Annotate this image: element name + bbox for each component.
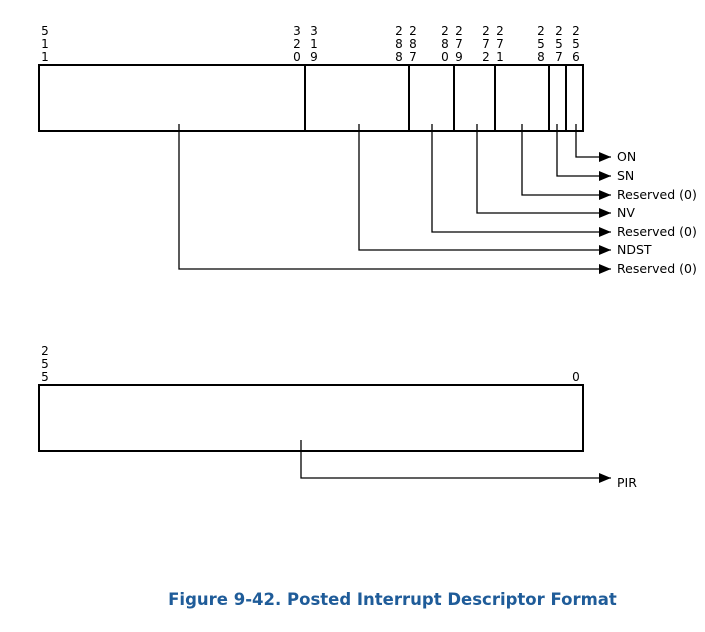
bit-label-255: 2 5 5 <box>41 344 49 384</box>
svg-text:1: 1 <box>41 37 49 51</box>
svg-text:8: 8 <box>441 37 449 51</box>
lower-register: 2 5 5 0 PIR <box>38 344 637 490</box>
leader-pir <box>300 440 611 483</box>
svg-text:0: 0 <box>441 50 449 64</box>
svg-text:8: 8 <box>409 37 417 51</box>
svg-text:2: 2 <box>482 24 490 38</box>
bit-label-279: 2 7 9 <box>455 24 463 64</box>
field-label-nv: NV <box>617 205 635 220</box>
svg-text:8: 8 <box>537 50 545 64</box>
svg-text:5: 5 <box>41 357 49 371</box>
svg-text:2: 2 <box>537 24 545 38</box>
leader-reserved-320-511 <box>178 124 611 274</box>
svg-text:5: 5 <box>555 37 563 51</box>
field-label-reserved-258-271: Reserved (0) <box>617 187 697 202</box>
leader-nv <box>476 124 611 218</box>
svg-text:2: 2 <box>293 37 301 51</box>
field-label-on: ON <box>617 149 636 164</box>
svg-text:2: 2 <box>572 24 580 38</box>
bit-label-287: 2 8 7 <box>409 24 417 64</box>
leader-on <box>575 124 611 162</box>
upper-register-box <box>38 64 584 132</box>
field-label-pir: PIR <box>617 475 637 490</box>
svg-text:9: 9 <box>455 50 463 64</box>
svg-text:0: 0 <box>572 370 580 384</box>
lower-register-box <box>38 384 584 452</box>
svg-text:2: 2 <box>41 344 49 358</box>
bit-label-257: 2 5 7 <box>555 24 563 64</box>
svg-text:2: 2 <box>482 50 490 64</box>
bit-label-511: 5 1 1 <box>41 24 49 64</box>
bit-label-0: 0 <box>572 370 580 384</box>
field-label-reserved-320-511: Reserved (0) <box>617 261 697 276</box>
svg-text:7: 7 <box>409 50 417 64</box>
bit-label-288: 2 8 8 <box>395 24 403 64</box>
svg-text:7: 7 <box>496 37 504 51</box>
svg-text:5: 5 <box>572 37 580 51</box>
leader-reserved-280-287 <box>431 124 611 237</box>
field-label-reserved-280-287: Reserved (0) <box>617 224 697 239</box>
svg-text:5: 5 <box>537 37 545 51</box>
svg-text:3: 3 <box>310 24 318 38</box>
svg-text:1: 1 <box>310 37 318 51</box>
svg-text:9: 9 <box>310 50 318 64</box>
bit-label-256: 2 5 6 <box>572 24 580 64</box>
svg-text:8: 8 <box>395 50 403 64</box>
figure-caption: Figure 9-42. Posted Interrupt Descriptor… <box>168 590 617 609</box>
svg-text:7: 7 <box>455 37 463 51</box>
svg-text:1: 1 <box>41 50 49 64</box>
field-label-ndst: NDST <box>617 242 652 257</box>
svg-text:7: 7 <box>482 37 490 51</box>
svg-text:2: 2 <box>409 24 417 38</box>
svg-text:0: 0 <box>293 50 301 64</box>
upper-register: 5 1 1 3 2 0 3 1 9 2 8 8 2 8 7 <box>38 24 697 276</box>
leader-reserved-258-271 <box>521 124 611 200</box>
bit-label-280: 2 8 0 <box>441 24 449 64</box>
svg-text:2: 2 <box>395 24 403 38</box>
leader-ndst <box>358 124 611 255</box>
svg-text:2: 2 <box>455 24 463 38</box>
svg-text:5: 5 <box>41 370 49 384</box>
bit-label-320: 3 2 0 <box>293 24 301 64</box>
svg-text:5: 5 <box>41 24 49 38</box>
bit-label-258: 2 5 8 <box>537 24 545 64</box>
leader-sn <box>556 124 611 181</box>
svg-text:2: 2 <box>441 24 449 38</box>
svg-text:2: 2 <box>555 24 563 38</box>
bit-label-271: 2 7 1 <box>496 24 504 64</box>
svg-text:1: 1 <box>496 50 504 64</box>
svg-text:7: 7 <box>555 50 563 64</box>
field-label-sn: SN <box>617 168 634 183</box>
svg-text:8: 8 <box>395 37 403 51</box>
bit-label-272: 2 7 2 <box>482 24 490 64</box>
svg-text:6: 6 <box>572 50 580 64</box>
bit-label-319: 3 1 9 <box>310 24 318 64</box>
svg-text:2: 2 <box>496 24 504 38</box>
svg-text:3: 3 <box>293 24 301 38</box>
